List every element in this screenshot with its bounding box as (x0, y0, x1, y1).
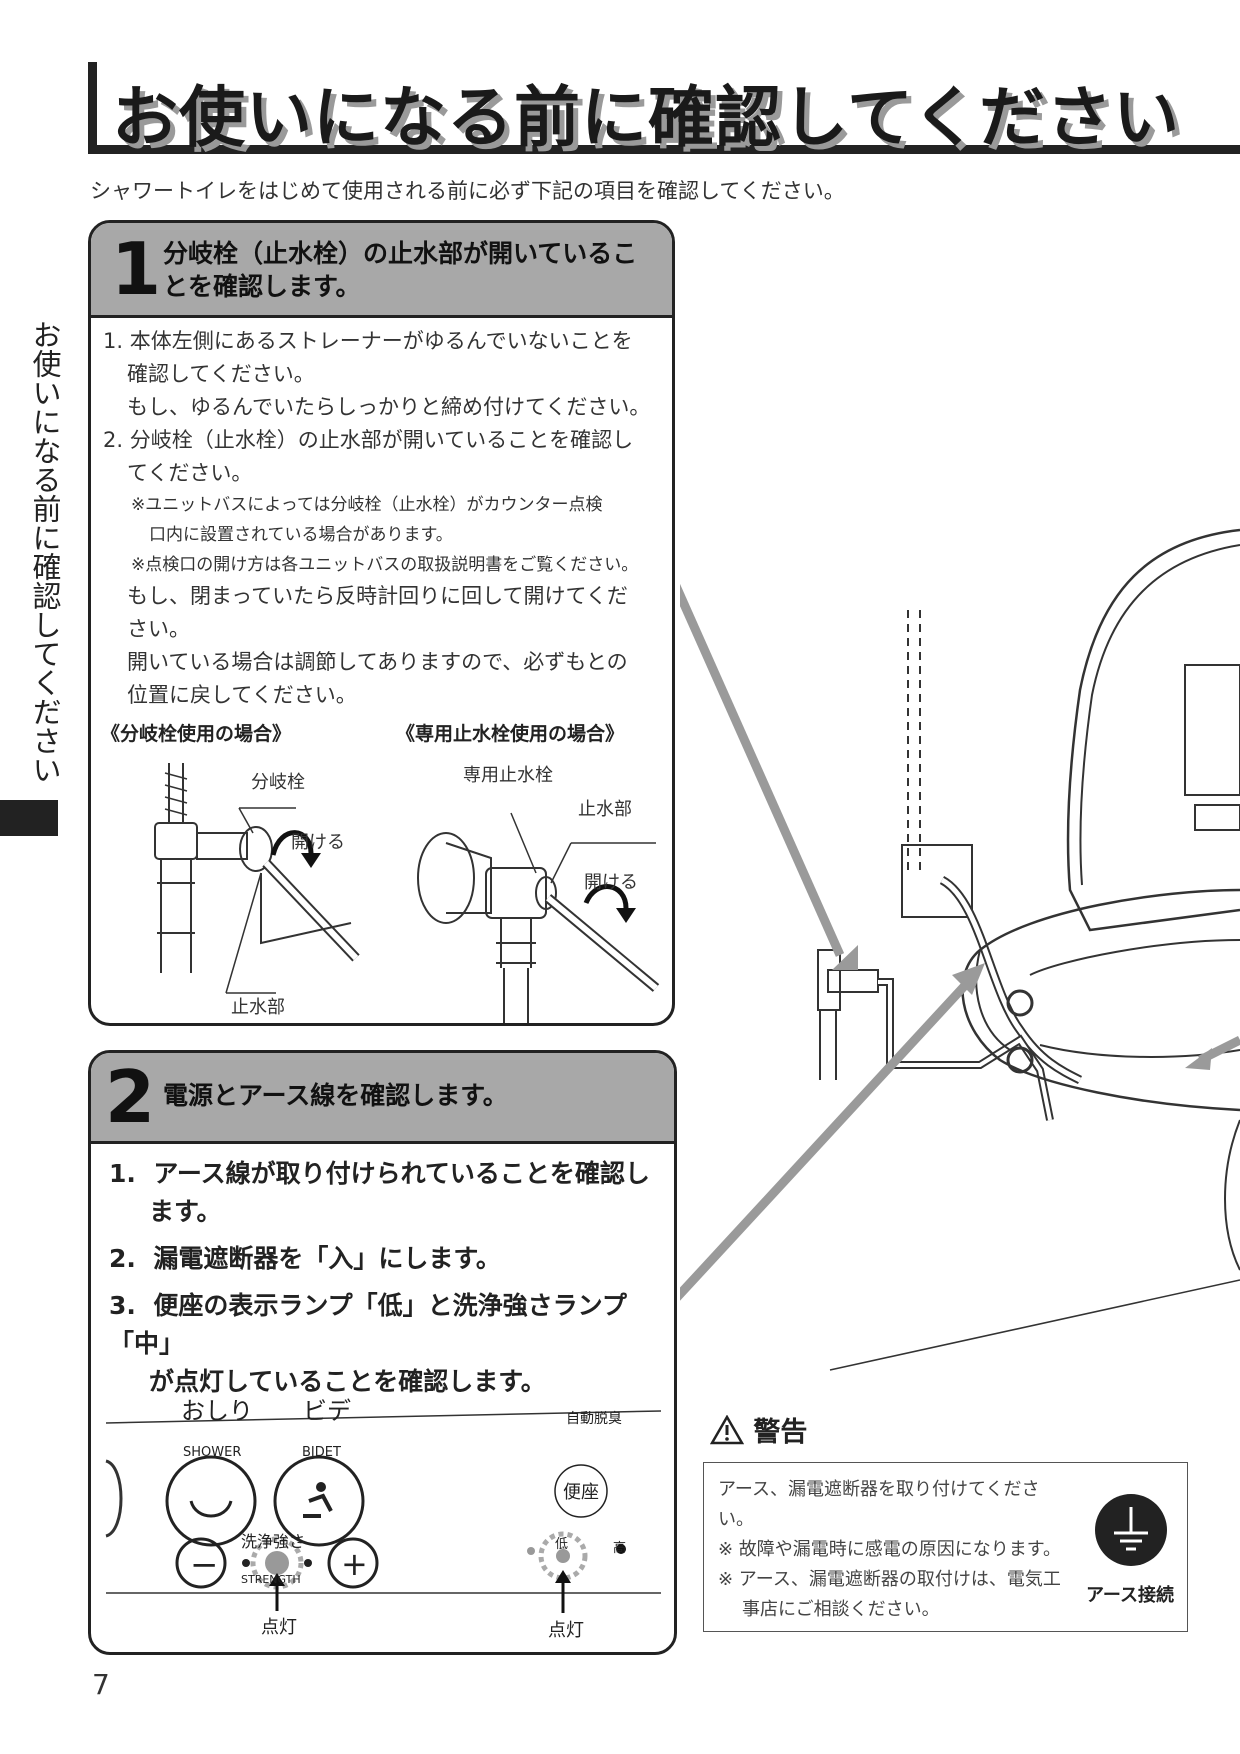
step1-line: 確認してください。 (127, 362, 315, 386)
item-number: 2. (109, 1244, 136, 1273)
step1-heading-line2: とを確認します。 (163, 272, 361, 301)
step1-line: 位置に戻してください。 (127, 683, 357, 707)
step2-heading: 電源とアース線を確認します。 (163, 1081, 508, 1110)
label-oshiri: おしり (181, 1397, 253, 1425)
page-title: お使いになる前に確認してください (112, 79, 1181, 156)
item-text: ます。 (149, 1197, 222, 1226)
step2-number: 2 (105, 1055, 156, 1139)
earth-label: アース接続 (1086, 1585, 1175, 1606)
step1-number: 1 (111, 227, 162, 311)
label-bunki: 分岐栓 (251, 772, 305, 793)
shower-button[interactable]: SHOWER (183, 1445, 242, 1460)
label-jidou: 自動脱臭 (566, 1411, 622, 1427)
page-subtitle: シャワートイレをはじめて使用される前に必ず下記の項目を確認してください。 (90, 179, 845, 203)
item-text: 漏電遮断器を「入」にします。 (153, 1244, 501, 1273)
title-frame (88, 62, 1240, 154)
item-number: 1. (109, 1159, 136, 1188)
item-text: 便座の表示ランプ「低」と洗浄強さランプ「中」 (109, 1291, 627, 1358)
item-number: 3. (109, 1291, 136, 1320)
page-number: 7 (92, 1668, 110, 1701)
step1-line: さい。 (127, 617, 190, 641)
earth-ground-icon (1095, 1494, 1167, 1566)
seat-button[interactable]: 便座 (563, 1482, 599, 1503)
warning-title-text: 警告 (753, 1417, 808, 1448)
label-stop-b: 止水部 (578, 799, 632, 820)
label-valve: 専用止水栓 (463, 765, 553, 786)
label-stop-a: 止水部 (231, 997, 285, 1018)
step2-item: 3. 便座の表示ランプ「低」と洗浄強さランプ「中」 が点灯していることを確認しま… (109, 1287, 669, 1401)
label-low: 低 (555, 1537, 569, 1552)
label-strength-en: STRENGTH (241, 1573, 301, 1586)
step1-note: ※ユニットバスによっては分岐栓（止水栓）がカウンター点検 (131, 495, 603, 515)
step1-line: もし、ゆるんでいたらしっかりと締め付けてください。 (127, 395, 651, 419)
item-text: が点灯していることを確認します。 (149, 1367, 546, 1396)
minus-button[interactable]: − (190, 1545, 219, 1585)
control-panel-illustration (105, 1410, 662, 1613)
item-text: アース線が取り付けられていることを確認し (153, 1159, 650, 1188)
step1-note: ※点検口の開け方は各ユニットバスの取扱説明書をご覧ください。 (131, 555, 639, 575)
warning-note: ※ 故障や漏電時に感電の原因になります。 (718, 1539, 1062, 1560)
label-bide: ビデ (303, 1397, 351, 1425)
plus-button[interactable]: + (341, 1545, 368, 1583)
case-a-title: 《分岐栓使用の場合》 (101, 723, 292, 745)
side-tab-label: お使いになる前に確認してください (28, 320, 62, 784)
step1-note: 口内に設置されている場合があります。 (149, 525, 453, 545)
step1-line: 開いている場合は調節してありますので、必ずもとの (127, 650, 628, 674)
label-lit-2: 点灯 (548, 1620, 584, 1641)
step2-header: 2 電源とアース線を確認します。 (91, 1053, 674, 1144)
case-b-title: 《専用止水栓使用の場合》 (396, 723, 625, 745)
step1-line: 2. 分岐栓（止水栓）の止水部が開いていることを確認し (103, 428, 634, 452)
toilet-illustration (680, 528, 1240, 1371)
label-high: 高 (613, 1541, 627, 1556)
step1-panel: 1 分岐栓（止水栓）の止水部が開いているこ とを確認します。 1. 本体左側にあ… (88, 220, 675, 1026)
warning-line: アース、漏電遮断器を取り付けてください。 (718, 1479, 1040, 1530)
step1-heading-line1: 分岐栓（止水栓）の止水部が開いているこ (163, 239, 638, 268)
bunki-valve-illustration (154, 763, 360, 994)
label-open-a: 開ける (291, 832, 345, 853)
side-tab-marker (0, 800, 58, 836)
step2-panel: 2 電源とアース線を確認します。 1. アース線が取り付けられていることを確認し… (88, 1050, 677, 1655)
step1-line: てください。 (127, 461, 253, 485)
dedicated-valve-illustration (417, 812, 660, 1023)
warning-title: 警告 (709, 1410, 808, 1449)
warning-box: アース、漏電遮断器を取り付けてください。 ※ 故障や漏電時に感電の原因になります… (703, 1462, 1188, 1632)
step1-line: もし、閉まっていたら反時計回りに回して開けてくだ (127, 584, 628, 608)
step2-list: 1. アース線が取り付けられていることを確認し ます。 2. 漏電遮断器を「入」… (109, 1155, 669, 1410)
warning-note: ※ アース、漏電遮断器の取付けは、電気工事店にご相談ください。 (718, 1569, 1061, 1620)
bidet-button[interactable]: BIDET (302, 1445, 341, 1460)
step1-body: 1. 本体左側にあるストレーナーがゆるんでいないことを 確認してください。 もし… (103, 325, 672, 712)
label-strength-jp: 洗浄強さ (241, 1532, 306, 1551)
label-open-b: 開ける (584, 872, 638, 893)
warning-icon (709, 1414, 745, 1445)
label-lit-1: 点灯 (261, 1617, 297, 1638)
step2-item: 1. アース線が取り付けられていることを確認し ます。 (109, 1155, 669, 1231)
step2-item: 2. 漏電遮断器を「入」にします。 (109, 1240, 669, 1278)
warning-text: アース、漏電遮断器を取り付けてください。 ※ 故障や漏電時に感電の原因になります… (718, 1475, 1068, 1625)
step1-header: 1 分岐栓（止水栓）の止水部が開いているこ とを確認します。 (91, 223, 672, 318)
step1-line: 1. 本体左側にあるストレーナーがゆるんでいないことを (103, 329, 633, 353)
